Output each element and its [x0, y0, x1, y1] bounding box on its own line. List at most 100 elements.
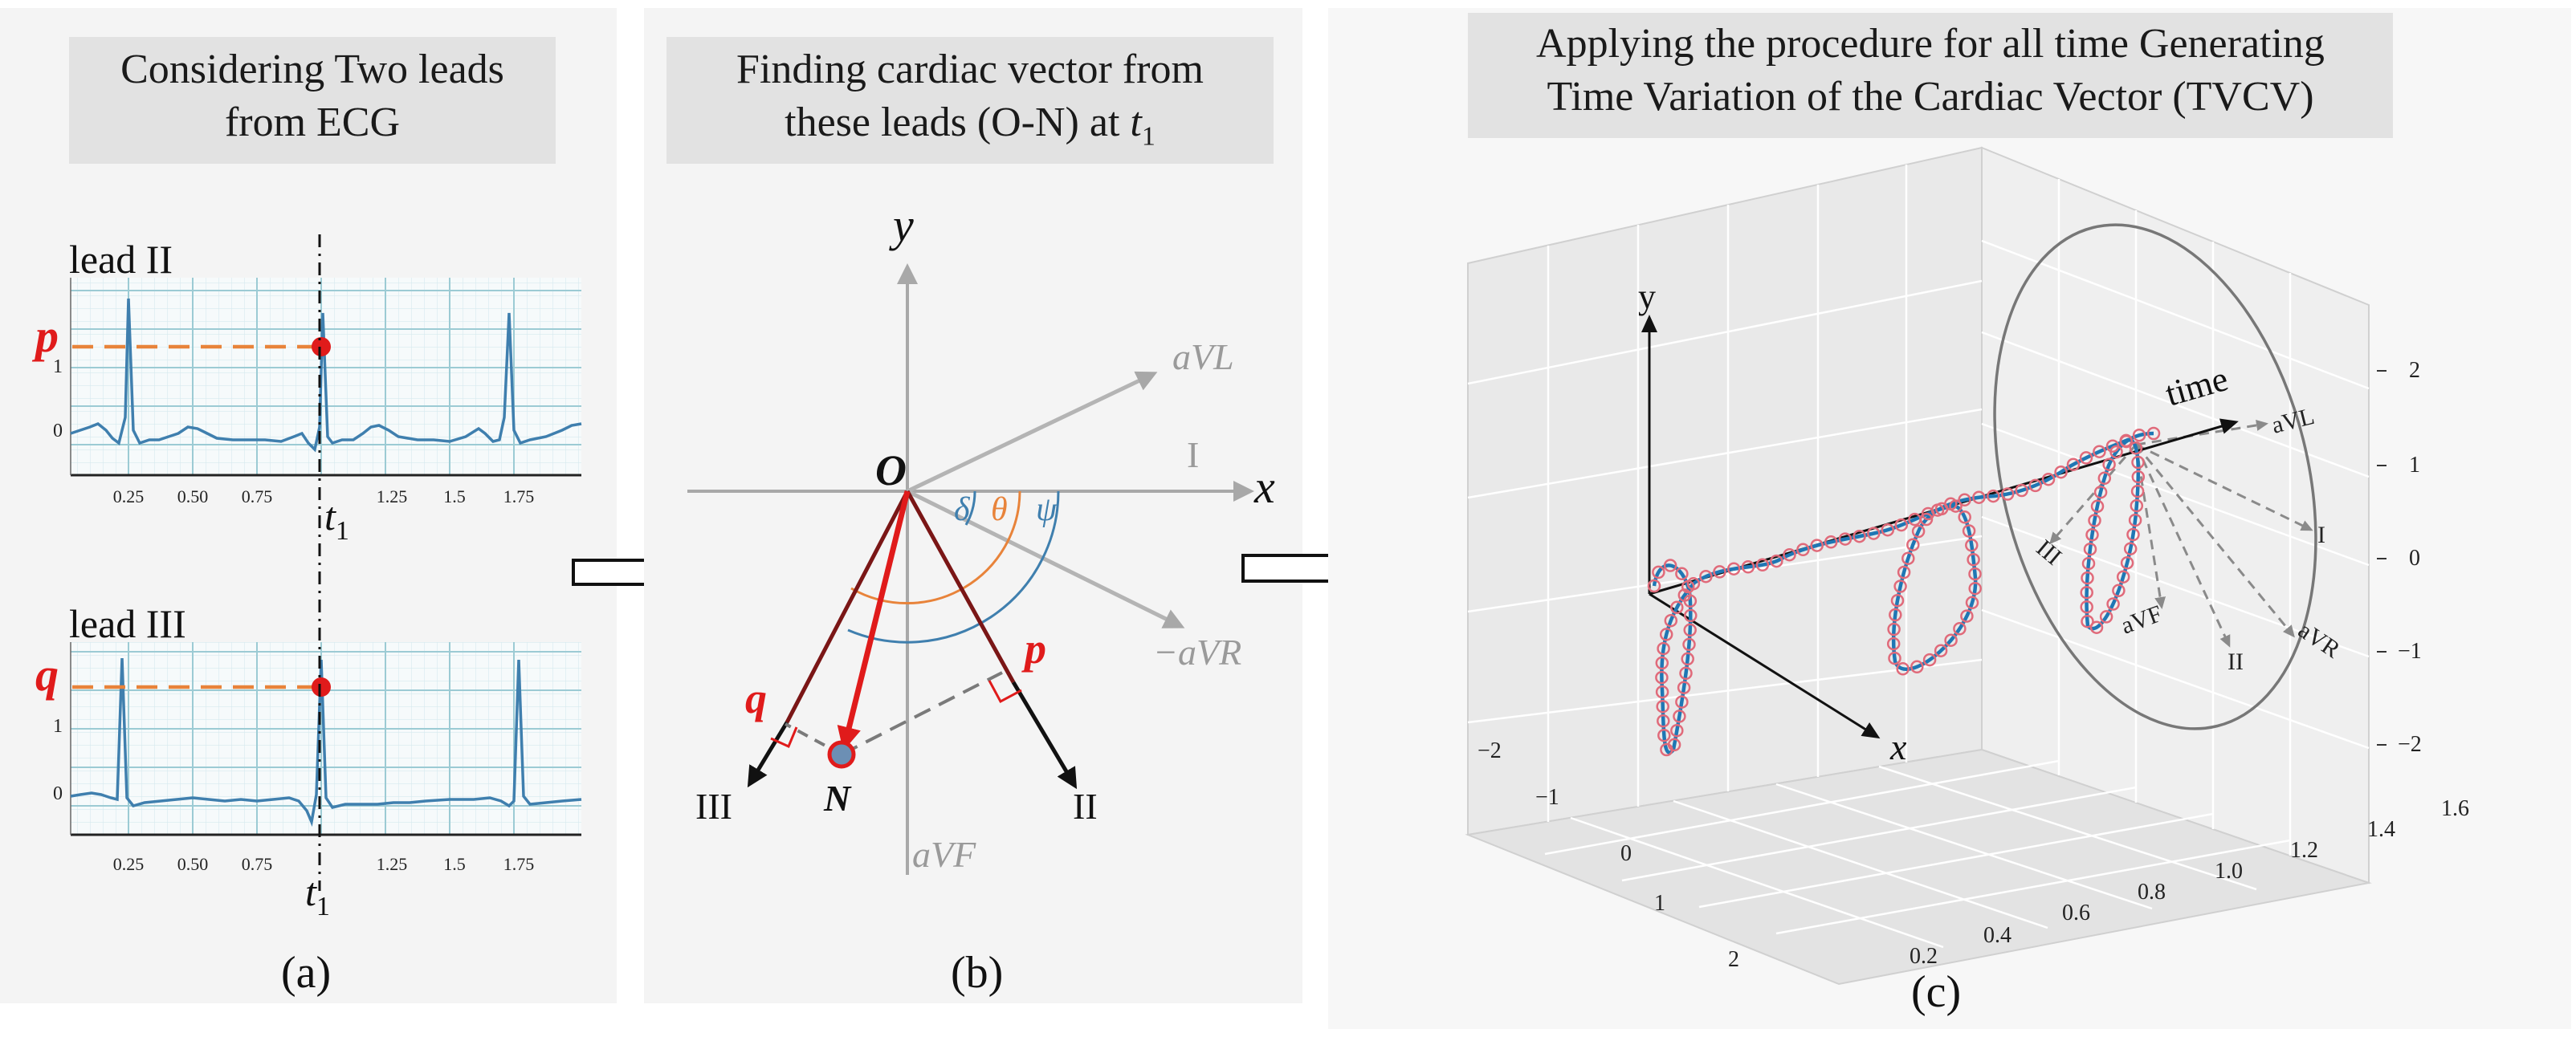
tvcv-marker	[1655, 685, 1669, 699]
tvcv-marker	[2041, 472, 2056, 486]
tvcv-marker	[1930, 503, 1945, 517]
tvcv-marker	[2112, 584, 2126, 598]
tvcv-marker	[1656, 699, 1669, 714]
tvcv-marker	[1893, 580, 1907, 593]
panel-c-title-line2: Time Variation of the Cardiac Vector (TV…	[1547, 74, 2314, 120]
tvcv-marker	[1657, 714, 1670, 728]
tvcv-marker	[1647, 579, 1661, 593]
tvcv-marker	[1810, 539, 1824, 552]
left-tick: −1	[1535, 785, 1559, 810]
tvcv-marker	[1910, 660, 1924, 674]
tvcv-marker	[1906, 538, 1920, 551]
tvcv-marker	[2130, 484, 2145, 498]
bottom-tick: 0.4	[1983, 923, 2011, 948]
panel-c-title-line1: Applying the procedure for all time Gene…	[1536, 21, 2325, 67]
panel-c-title: Applying the procedure for all time Gene…	[1468, 13, 2393, 138]
bottom-tick: 0.6	[2062, 901, 2090, 925]
tvcv-marker	[1896, 662, 1910, 676]
tvcv-marker	[1922, 653, 1937, 667]
tvcv-marker	[1679, 666, 1693, 681]
tvcv-marker	[1664, 613, 1678, 628]
lead-vectors	[2049, 419, 2313, 648]
tvcv-marker	[1965, 539, 1979, 552]
tvcv-marker	[1944, 497, 1958, 511]
tvcv-marker	[2090, 499, 2105, 514]
tvcv-marker	[2015, 483, 2028, 498]
right-tick: 2	[2409, 358, 2420, 383]
tvcv-marker	[2131, 455, 2145, 470]
proj-p-label: p	[1021, 624, 1046, 673]
left-pane-grid	[1467, 165, 1983, 822]
tvcv-marker	[1699, 569, 1713, 584]
tvcv-marker	[1657, 641, 1670, 656]
panel-c-caption: (c)	[1911, 967, 1962, 1017]
tvcv-marker	[1673, 710, 1686, 723]
tvcv-marker	[1659, 628, 1673, 641]
tvcv-marker	[2146, 426, 2161, 441]
lead-i-label: I	[1187, 434, 1199, 475]
tvcv-marker	[1968, 567, 1982, 581]
bottom-tick: 0.2	[1910, 944, 1938, 969]
lead-ii-xtick: 1.5	[443, 486, 466, 506]
panel-b-figure: y x O aVL I −aVR aVF II III δ θ ψ p q N	[687, 199, 1275, 875]
tvcv-marker	[1655, 670, 1669, 685]
proj-q-label: q	[745, 674, 767, 722]
lead-iii-ytick-0: 0	[53, 783, 63, 804]
point-n-label: N	[823, 778, 852, 819]
tvcv-marker	[1675, 567, 1689, 581]
tvcv-marker	[1838, 532, 1853, 546]
tvcv-marker	[2093, 485, 2108, 499]
lead-ii-xtick: 1.75	[503, 486, 535, 506]
bottom-tick: 1.0	[2215, 859, 2243, 884]
bottom-tick: 0.8	[2138, 880, 2166, 905]
axis-x-label: x	[1253, 461, 1275, 513]
tvcv-marker	[2079, 451, 2093, 465]
left-tick: 0	[1620, 841, 1632, 866]
tvcv-marker	[1968, 581, 1982, 596]
tvcv-marker	[1670, 600, 1684, 615]
tvcv-marker	[2102, 458, 2116, 471]
tvcv-marker	[2126, 527, 2140, 542]
tvcv-marker	[2085, 528, 2099, 542]
tvcv-marker	[1972, 490, 1986, 504]
tvcv-marker	[2083, 542, 2097, 556]
tvcv-marker	[2066, 458, 2081, 471]
bottom-tick: 1.4	[2367, 817, 2395, 842]
psi-arc	[847, 490, 1060, 644]
tvcv-marker	[1881, 523, 1895, 537]
tvcv-marker	[1887, 622, 1901, 636]
tvcv-marker	[2000, 487, 2015, 501]
lead-iii-trace	[70, 657, 582, 828]
tvcv-marker	[2097, 471, 2112, 486]
t1-label-bottom: t1	[305, 869, 330, 921]
tvcv-marker	[1888, 651, 1901, 665]
panel-b-title-line1: Finding cardiac vector from	[736, 47, 1204, 92]
tvcv-marker	[2106, 597, 2120, 611]
tvcv-marker	[1770, 554, 1783, 568]
lead-ii-label: II	[2228, 649, 2244, 675]
lead-ii-xtick: 0.75	[242, 486, 273, 506]
point-n	[827, 740, 856, 769]
panel-b-title-line2: these leads (O-N) at t1	[785, 100, 1156, 152]
tvcv-marker	[1741, 560, 1755, 574]
bottom-axis-ticks: 0.2 0.4 0.6 0.8 1.0 1.2 1.4 1.6	[1910, 796, 2469, 969]
tvcv-marker	[1958, 493, 1971, 507]
floor-grid	[1544, 759, 2291, 949]
t1-label-top: t1	[324, 494, 349, 546]
theta-arc	[964, 490, 1021, 589]
lead-ii-axis-dark	[905, 490, 1016, 684]
tvcv-marker	[1960, 609, 1974, 623]
axis-y-label: y	[1638, 277, 1656, 316]
lead-circle	[1993, 223, 2317, 730]
lead-iii-label: lead III	[69, 601, 186, 646]
tvcv-marker	[1853, 529, 1866, 543]
tvcv-marker	[1886, 636, 1901, 651]
lead-iii-axis-dark	[785, 490, 910, 724]
lead-ii-label: lead II	[69, 237, 173, 282]
right-axis-ticks: 2 1 0 −1 −2	[2377, 358, 2422, 757]
lead-ii-axis-black	[1011, 681, 1078, 790]
right-tick: 0	[2409, 546, 2420, 571]
tvcv-marker	[1713, 565, 1726, 579]
tvcv-marker	[1755, 558, 1770, 572]
